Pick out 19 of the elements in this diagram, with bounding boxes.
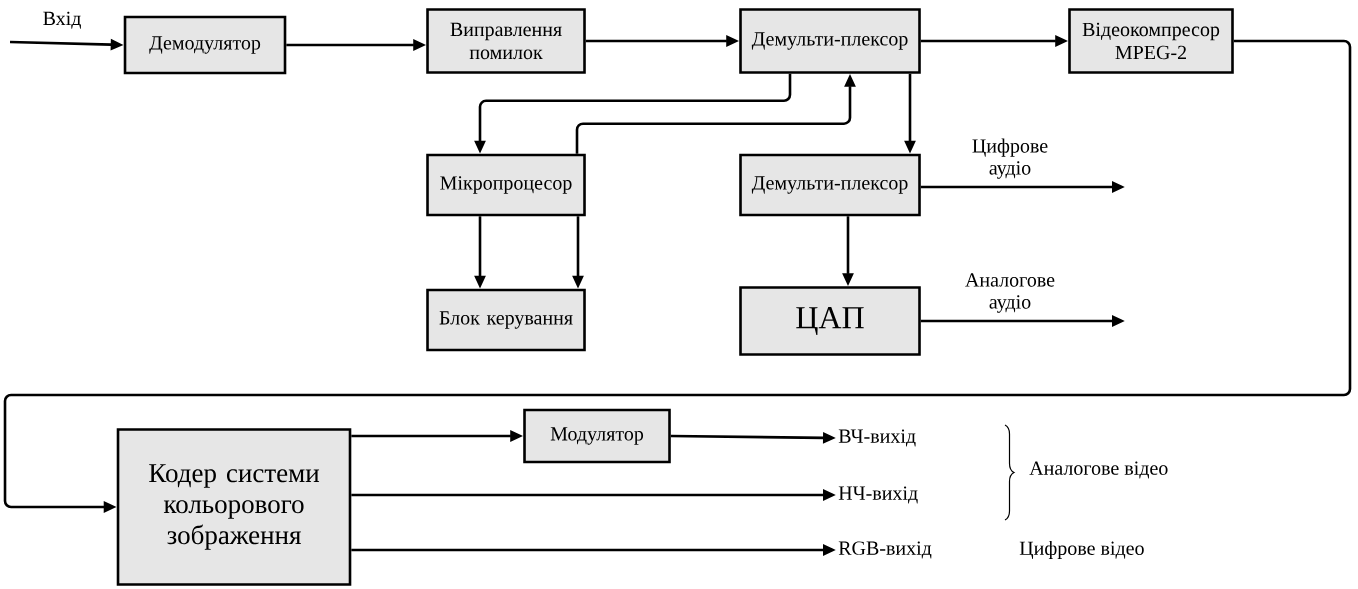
edge-label: Вхід [43, 11, 81, 29]
group-label: Цифрове відео [1019, 540, 1144, 560]
process-box: Демодулятор [123, 15, 287, 75]
edge-label: Аналогове аудіо [965, 273, 1055, 313]
process-box: Демульти-плексор [739, 153, 921, 217]
process-box: Блок керування [426, 288, 586, 352]
process-box: Мікропроцесор [426, 153, 586, 217]
process-box: Демульти-плексор [739, 8, 921, 74]
arrow [3, 39, 1352, 513]
process-box: Виправлення помилок [426, 8, 586, 74]
process-box: Модулятор [523, 408, 671, 464]
edge-label: Цифрове аудіо [972, 138, 1048, 179]
process-box: ЦАП [739, 286, 921, 356]
process-box: Кодер системи кольорового зображення [116, 428, 352, 586]
output-label: НЧ-вихід [838, 486, 918, 504]
process-box: Відеокомпресор MPEG-2 [1068, 8, 1234, 74]
group-label: Аналогове відео [1029, 461, 1168, 479]
output-label: ВЧ-вихід [838, 429, 916, 447]
output-label: RGB-вихід [838, 541, 932, 559]
